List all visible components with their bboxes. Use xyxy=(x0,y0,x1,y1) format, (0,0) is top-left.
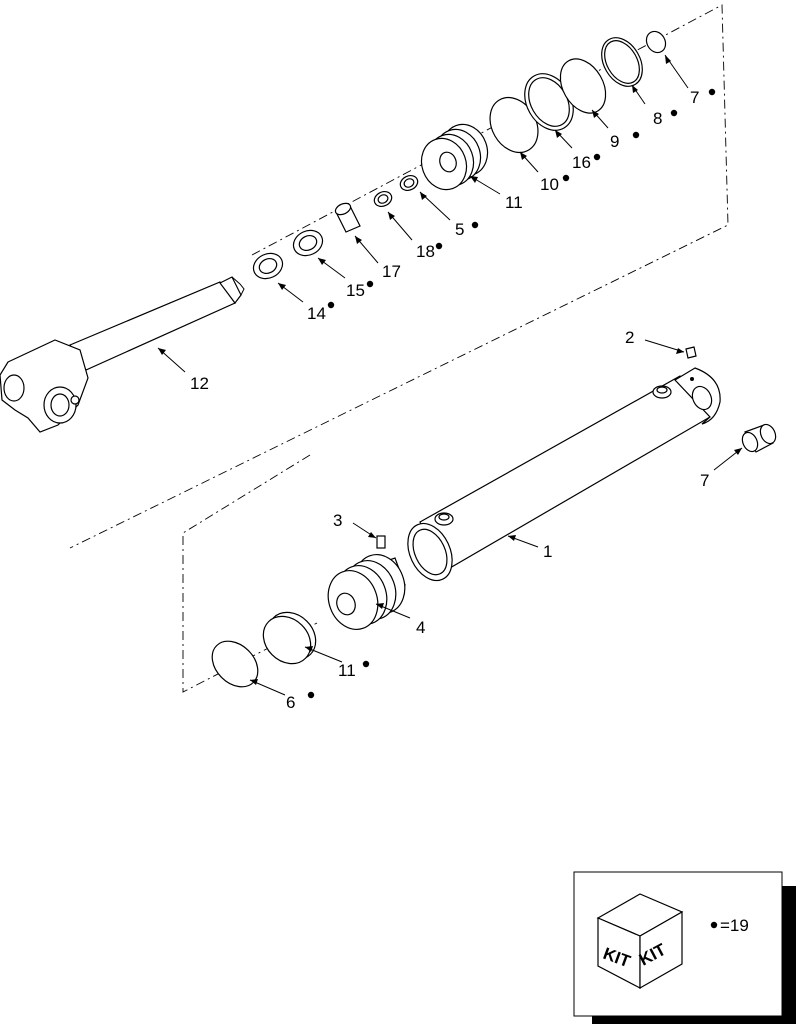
kit-dot xyxy=(435,242,443,250)
callout-labels: 12 14 15 17 18 5 11 10 16 9 8 7 2 3 1 7 … xyxy=(190,88,716,712)
callout-2: 2 xyxy=(625,328,634,347)
rod-seal-13 xyxy=(292,229,324,257)
piston-12 xyxy=(420,123,489,191)
backup-ring-18 xyxy=(373,191,393,207)
grease-fitting-2 xyxy=(685,346,697,359)
callout-8: 7 xyxy=(690,88,699,107)
callout-16: 16 xyxy=(572,153,591,172)
wear-ring-11-lower xyxy=(262,611,317,665)
kit-dot xyxy=(708,88,716,96)
kit-cube-right xyxy=(639,910,683,990)
kit-dot xyxy=(632,131,640,139)
backup-ring-10 xyxy=(559,58,607,114)
gland-4 xyxy=(327,554,406,630)
kit-dot xyxy=(327,301,335,309)
callout-6: 6 xyxy=(286,693,295,712)
leader-lines xyxy=(157,54,743,696)
callout-15: 12 xyxy=(190,374,209,393)
callout-3: 3 xyxy=(333,511,342,530)
kit-dot xyxy=(593,153,601,161)
seal-9-inner xyxy=(604,40,640,84)
cylinder-barrel-1 xyxy=(407,367,721,582)
callout-18: 18 xyxy=(416,242,435,261)
callout-13: 15 xyxy=(346,281,365,300)
seal-6 xyxy=(211,640,259,688)
bleed-screw-3 xyxy=(376,535,386,549)
callout-7: 7 xyxy=(700,471,709,490)
callout-10: 9 xyxy=(610,132,619,151)
kit-dot xyxy=(670,109,678,117)
callout-17: 17 xyxy=(382,262,401,281)
kit-dot xyxy=(362,660,370,668)
spacer-17 xyxy=(334,202,361,233)
callout-11-lower: 11 xyxy=(338,661,356,680)
callout-1: 1 xyxy=(543,542,552,561)
bushing-7 xyxy=(741,423,777,453)
o-ring-5 xyxy=(399,175,419,191)
kit-dot xyxy=(562,174,570,182)
kit-ref-number: =19 xyxy=(720,916,749,935)
kit-dot xyxy=(307,691,315,699)
callout-12: 11 xyxy=(505,193,523,212)
piston-rod-15 xyxy=(0,276,245,433)
callout-14: 14 xyxy=(307,304,326,323)
kit-legend: KIT KIT =19 xyxy=(573,871,796,1024)
callout-11-upper: 10 xyxy=(540,175,559,194)
o-ring-8 xyxy=(645,30,667,54)
callout-4: 4 xyxy=(416,618,425,637)
kit-dot xyxy=(471,221,479,229)
wiper-seal-14 xyxy=(252,252,284,280)
kit-dot xyxy=(366,280,374,288)
kit-dot xyxy=(710,921,718,929)
callout-5: 5 xyxy=(455,220,464,239)
rod-group-outline xyxy=(69,4,729,549)
callout-9: 8 xyxy=(653,109,662,128)
